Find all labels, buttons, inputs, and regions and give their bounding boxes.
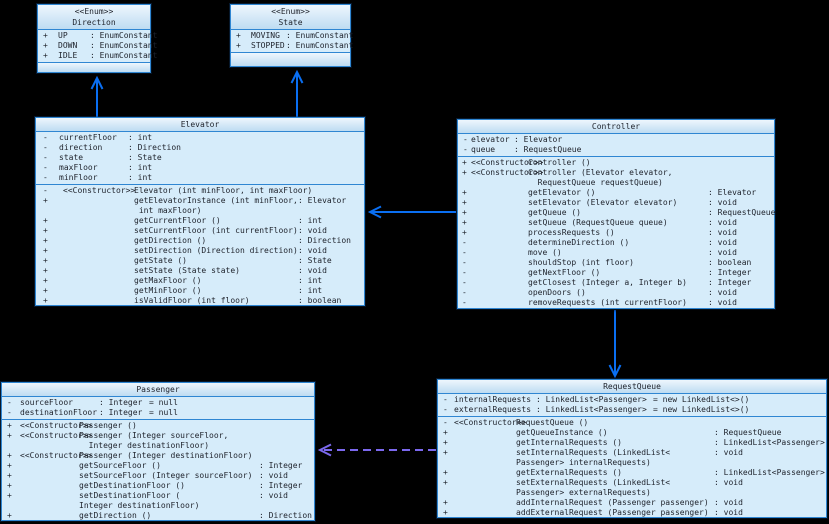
class-direction-methods	[38, 62, 150, 72]
method-row: +getMinFloor (): int	[43, 286, 323, 295]
class-direction-attributes: +UP: EnumConstant+DOWN: EnumConstant+IDL…	[38, 29, 158, 62]
attribute-row: -sourceFloor: Integer= null	[7, 398, 178, 407]
class-requestqueue-name: RequestQueue	[603, 382, 661, 391]
attribute-row: +DOWN: EnumConstant	[43, 41, 158, 50]
method-row: +processRequests (): void	[462, 228, 737, 237]
attribute-row: -queue: RequestQueue	[463, 145, 582, 154]
method-row: +isValidFloor (int floor): boolean	[43, 296, 342, 305]
method-row: +getDestinationFloor (): Integer	[7, 481, 303, 490]
attribute-row: -state: State	[43, 153, 162, 162]
attribute-row: -externalRequests: LinkedList<Passenger>…	[443, 405, 750, 414]
method-row: +setState (State state): void	[43, 266, 327, 275]
method-row: -move (): void	[462, 248, 737, 257]
class-controller-title: Controller	[458, 120, 774, 133]
class-passenger-title: Passenger	[2, 383, 314, 396]
method-row: +<<Constructor>>Controller ()	[462, 158, 591, 167]
method-row: +getCurrentFloor (): int	[43, 216, 323, 225]
association-controller-to-requestqueue[interactable]	[608, 310, 622, 379]
class-passenger-methods: +<<Constructor>>Passenger ()+<<Construct…	[2, 419, 314, 522]
attribute-row: -maxFloor: int	[43, 163, 153, 172]
method-row: -removeRequests (int currentFloor): void	[462, 298, 737, 307]
method-row: +setQueue (RequestQueue queue): void	[462, 218, 737, 227]
class-controller-name: Controller	[591, 122, 641, 131]
class-requestqueue-attributes: -internalRequests: LinkedList<Passenger>…	[438, 393, 826, 416]
method-row: +getElevator (): Elevator	[462, 188, 757, 197]
method-row: +setDirection (Direction direction): voi…	[43, 246, 327, 255]
method-row: +getState (): State	[43, 256, 332, 265]
class-direction-title: <<Enum>> Direction	[38, 5, 150, 29]
attribute-row: +STOPPED: EnumConstant	[236, 41, 354, 50]
method-row: +getQueueInstance (): RequestQueue	[443, 428, 782, 437]
method-row: -<<Constructor>>RequestQueue ()	[443, 418, 589, 427]
method-row: +getDirection (): Direction	[43, 236, 351, 245]
method-row: +getExternalRequests (): LinkedList<Pass…	[443, 468, 825, 477]
method-row: -getNextFloor (): Integer	[462, 268, 752, 277]
method-row: +setDestinationFloor ( Integer destinati…	[7, 491, 288, 510]
attribute-row: -minFloor: int	[43, 173, 153, 182]
attribute-row: -destinationFloor: Integer= null	[7, 408, 178, 417]
class-state-attributes: +MOVING: EnumConstant+STOPPED: EnumConst…	[231, 29, 354, 52]
class-state[interactable]: <<Enum>> State +MOVING: EnumConstant+STO…	[230, 4, 354, 67]
method-row: +addInternalRequest (Passenger passenger…	[443, 498, 743, 507]
method-row: -shouldStop (int floor): boolean	[462, 258, 752, 267]
method-row: +<<Constructor>>Passenger ()	[7, 421, 137, 430]
class-direction-name: Direction	[72, 18, 116, 27]
method-row: -determineDirection (): void	[462, 238, 737, 247]
association-elevator-to-state[interactable]	[290, 69, 304, 117]
method-row: -<<Constructor>>Elevator (int minFloor, …	[43, 186, 313, 195]
method-row: +setSourceFloor (Integer sourceFloor): v…	[7, 471, 288, 480]
attribute-row: -direction: Direction	[43, 143, 181, 152]
class-controller[interactable]: Controller -elevator: Elevator-queue: Re…	[457, 119, 775, 309]
attribute-row: +MOVING: EnumConstant	[236, 31, 354, 40]
method-row: +getInternalRequests (): LinkedList<Pass…	[443, 438, 825, 447]
method-row: +setCurrentFloor (int currentFloor): voi…	[43, 226, 327, 235]
attribute-row: +IDLE: EnumConstant	[43, 51, 158, 60]
class-elevator-attributes: -currentFloor: int-direction: Direction-…	[36, 131, 364, 184]
method-row: +<<Constructor>>Passenger (Integer sourc…	[7, 431, 229, 450]
method-row: +getDirection (): Direction	[7, 511, 312, 520]
class-direction[interactable]: <<Enum>> Direction +UP: EnumConstant+DOW…	[37, 4, 158, 73]
method-row: -getClosest (Integer a, Integer b): Inte…	[462, 278, 752, 287]
association-controller-to-elevator[interactable]	[367, 205, 456, 219]
class-state-methods	[231, 52, 350, 66]
class-controller-attributes: -elevator: Elevator-queue: RequestQueue	[458, 133, 774, 156]
method-row: +setInternalRequests (LinkedList< Passen…	[443, 448, 743, 467]
dependency-requestqueue-to-passenger[interactable]	[317, 443, 436, 457]
class-requestqueue-methods: -<<Constructor>>RequestQueue ()+getQueue…	[438, 416, 826, 519]
class-state-stereotype: <<Enum>>	[271, 7, 310, 16]
class-state-name: State	[278, 18, 303, 27]
class-direction-stereotype: <<Enum>>	[74, 7, 114, 16]
class-passenger-attributes: -sourceFloor: Integer= null-destinationF…	[2, 396, 314, 419]
attribute-row: +UP: EnumConstant	[43, 31, 158, 40]
class-requestqueue[interactable]: RequestQueue -internalRequests: LinkedLi…	[437, 379, 827, 518]
class-requestqueue-title: RequestQueue	[438, 380, 826, 393]
method-row: +getElevatorInstance (int minFloor, int …	[43, 196, 347, 215]
class-controller-methods: +<<Constructor>>Controller ()+<<Construc…	[458, 156, 776, 309]
method-row: +<<Constructor>>Controller (Elevator ele…	[462, 168, 673, 187]
method-row: +setExternalRequests (LinkedList< Passen…	[443, 478, 743, 497]
class-state-title: <<Enum>> State	[231, 5, 350, 29]
method-row: +getQueue (): RequestQueue	[462, 208, 776, 217]
class-elevator[interactable]: Elevator -currentFloor: int-direction: D…	[35, 117, 365, 306]
method-row: +addExternalRequest (Passenger passenger…	[443, 508, 743, 517]
class-elevator-title: Elevator	[36, 118, 364, 131]
class-passenger-name: Passenger	[136, 385, 180, 394]
class-passenger[interactable]: Passenger -sourceFloor: Integer= null-de…	[1, 382, 315, 521]
method-row: +<<Constructor>>Passenger (Integer desti…	[7, 451, 253, 460]
attribute-row: -internalRequests: LinkedList<Passenger>…	[443, 395, 750, 404]
class-elevator-name: Elevator	[180, 120, 220, 129]
method-row: -openDoors (): void	[462, 288, 737, 297]
attribute-row: -elevator: Elevator	[463, 135, 563, 144]
method-row: +getMaxFloor (): int	[43, 276, 323, 285]
method-row: +setElevator (Elevator elevator): void	[462, 198, 737, 207]
class-elevator-methods: -<<Constructor>>Elevator (int minFloor, …	[36, 184, 364, 307]
association-elevator-to-direction[interactable]	[90, 75, 104, 117]
attribute-row: -currentFloor: int	[43, 133, 153, 142]
method-row: +getSourceFloor (): Integer	[7, 461, 303, 470]
